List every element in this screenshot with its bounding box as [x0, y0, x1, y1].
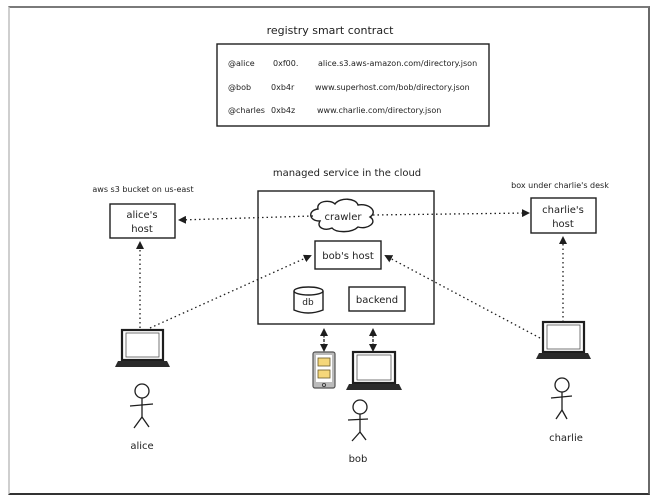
- bob-stick-figure-icon: [347, 399, 369, 442]
- db-cylinder: [293, 286, 324, 314]
- registry-row: @alice 0xf00. alice.s3.aws-amazon.com/di…: [228, 59, 477, 68]
- charlie-host-box: [530, 197, 597, 234]
- cloud-title: managed service in the cloud: [273, 168, 421, 179]
- charlie-host-caption: box under charlie's desk: [511, 181, 609, 190]
- registry-url: www.superhost.com/bob/directory.json: [315, 83, 470, 92]
- registry-row: @charles 0xb4z www.charlie.com/directory…: [228, 106, 441, 115]
- registry-handle: @alice: [228, 59, 255, 68]
- bob-phone-icon: [312, 351, 336, 389]
- alice-laptop-icon: [115, 328, 170, 367]
- registry-url: alice.s3.aws-amazon.com/directory.json: [318, 59, 477, 68]
- registry-box: [216, 43, 490, 127]
- crawler-to-charlie-host-arrow: [372, 209, 530, 218]
- alice-stick-figure-icon: [129, 383, 154, 429]
- backend-label: backend: [356, 295, 398, 306]
- charlie-stick-figure-icon: [550, 377, 573, 420]
- canvas-frame: [8, 6, 650, 495]
- alice-host-label-1: alice's: [126, 210, 157, 221]
- alice-host-label-2: host: [131, 224, 153, 235]
- registry-title: registry smart contract: [267, 24, 395, 37]
- charlie-host-label-1: charlie's: [542, 205, 584, 216]
- registry-address: 0xf00.: [273, 59, 298, 68]
- registry-address: 0xb4r: [271, 83, 295, 92]
- registry-handle: @charles: [228, 106, 265, 115]
- registry-url: www.charlie.com/directory.json: [317, 106, 441, 115]
- registry-handle: @bob: [228, 83, 251, 92]
- bobs-host-box: [314, 240, 382, 270]
- backend-box: [348, 286, 406, 312]
- bob-laptop-icon: [346, 350, 402, 390]
- db-label: db: [302, 298, 314, 308]
- charlie-host-label-2: host: [552, 219, 574, 230]
- registry-address: 0xb4z: [271, 106, 295, 115]
- bobs-host-label: bob's host: [322, 251, 374, 262]
- crawler-label: crawler: [325, 212, 363, 223]
- alice-label: alice: [130, 441, 153, 452]
- alice-host-box: [109, 203, 176, 239]
- charlie-laptop-icon: [536, 320, 591, 359]
- bob-label: bob: [349, 454, 368, 465]
- charlie-laptop-to-bobs-host-arrow: [384, 255, 541, 339]
- charlie-label: charlie: [549, 433, 583, 444]
- registry-row: @bob 0xb4r www.superhost.com/bob/directo…: [228, 83, 470, 92]
- crawler-cloud-shape: [310, 198, 374, 233]
- alice-host-caption: aws s3 bucket on us-east: [92, 185, 193, 194]
